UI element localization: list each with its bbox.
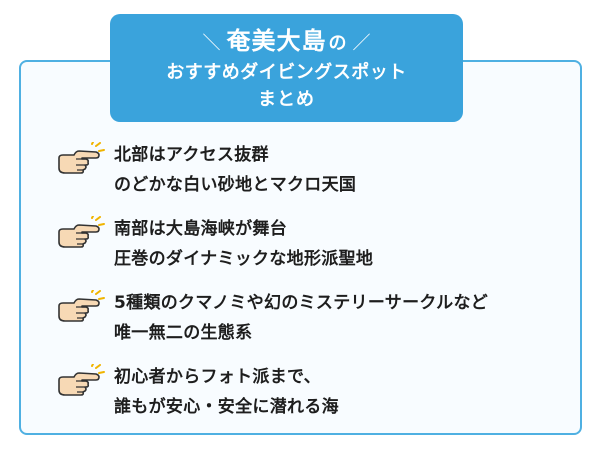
item-detail: 誰もが安心・安全に潜れる海	[114, 397, 339, 417]
list-item: 初心者からフォト派まで、 誰もが安心・安全に潜れる海	[56, 362, 576, 436]
item-detail: 唯一無二の生態系	[114, 323, 253, 343]
pointing-hand-icon	[58, 216, 105, 248]
pointing-hand-icon	[58, 142, 105, 174]
spot-list: 北部はアクセス抜群 のどかな白い砂地とマクロ天国 南部は大島海峡が舞台 圧巻のダ…	[56, 140, 576, 436]
subtitle-line-2: まとめ	[258, 88, 315, 110]
page-title: 奄美大島	[226, 26, 327, 55]
item-heading: 初心者からフォト派まで、	[114, 367, 321, 387]
pointing-hand-icon	[58, 290, 105, 322]
content-card	[19, 60, 582, 435]
title-slash-right: ／	[352, 32, 371, 54]
pointing-hand-icon	[58, 364, 105, 396]
list-item: 北部はアクセス抜群 のどかな白い砂地とマクロ天国	[56, 140, 576, 214]
title-slash-left: ＼	[202, 32, 221, 54]
title-row: ＼ 奄美大島 の ／	[197, 26, 377, 59]
item-detail: 圧巻のダイナミックな地形派聖地	[114, 249, 374, 269]
item-heading: 5種類のクマノミや幻のミステリーサークルなど	[114, 293, 489, 313]
title-particle: の	[328, 32, 347, 54]
header-banner: ＼ 奄美大島 の ／ おすすめダイビングスポット まとめ	[110, 14, 463, 122]
list-item: 5種類のクマノミや幻のミステリーサークルなど 唯一無二の生態系	[56, 288, 576, 362]
item-detail: のどかな白い砂地とマクロ天国	[114, 175, 357, 195]
subtitle-line-1: おすすめダイビングスポット	[166, 61, 407, 83]
item-heading: 北部はアクセス抜群	[114, 145, 269, 165]
list-item: 南部は大島海峡が舞台 圧巻のダイナミックな地形派聖地	[56, 214, 576, 288]
item-heading: 南部は大島海峡が舞台	[114, 219, 287, 239]
